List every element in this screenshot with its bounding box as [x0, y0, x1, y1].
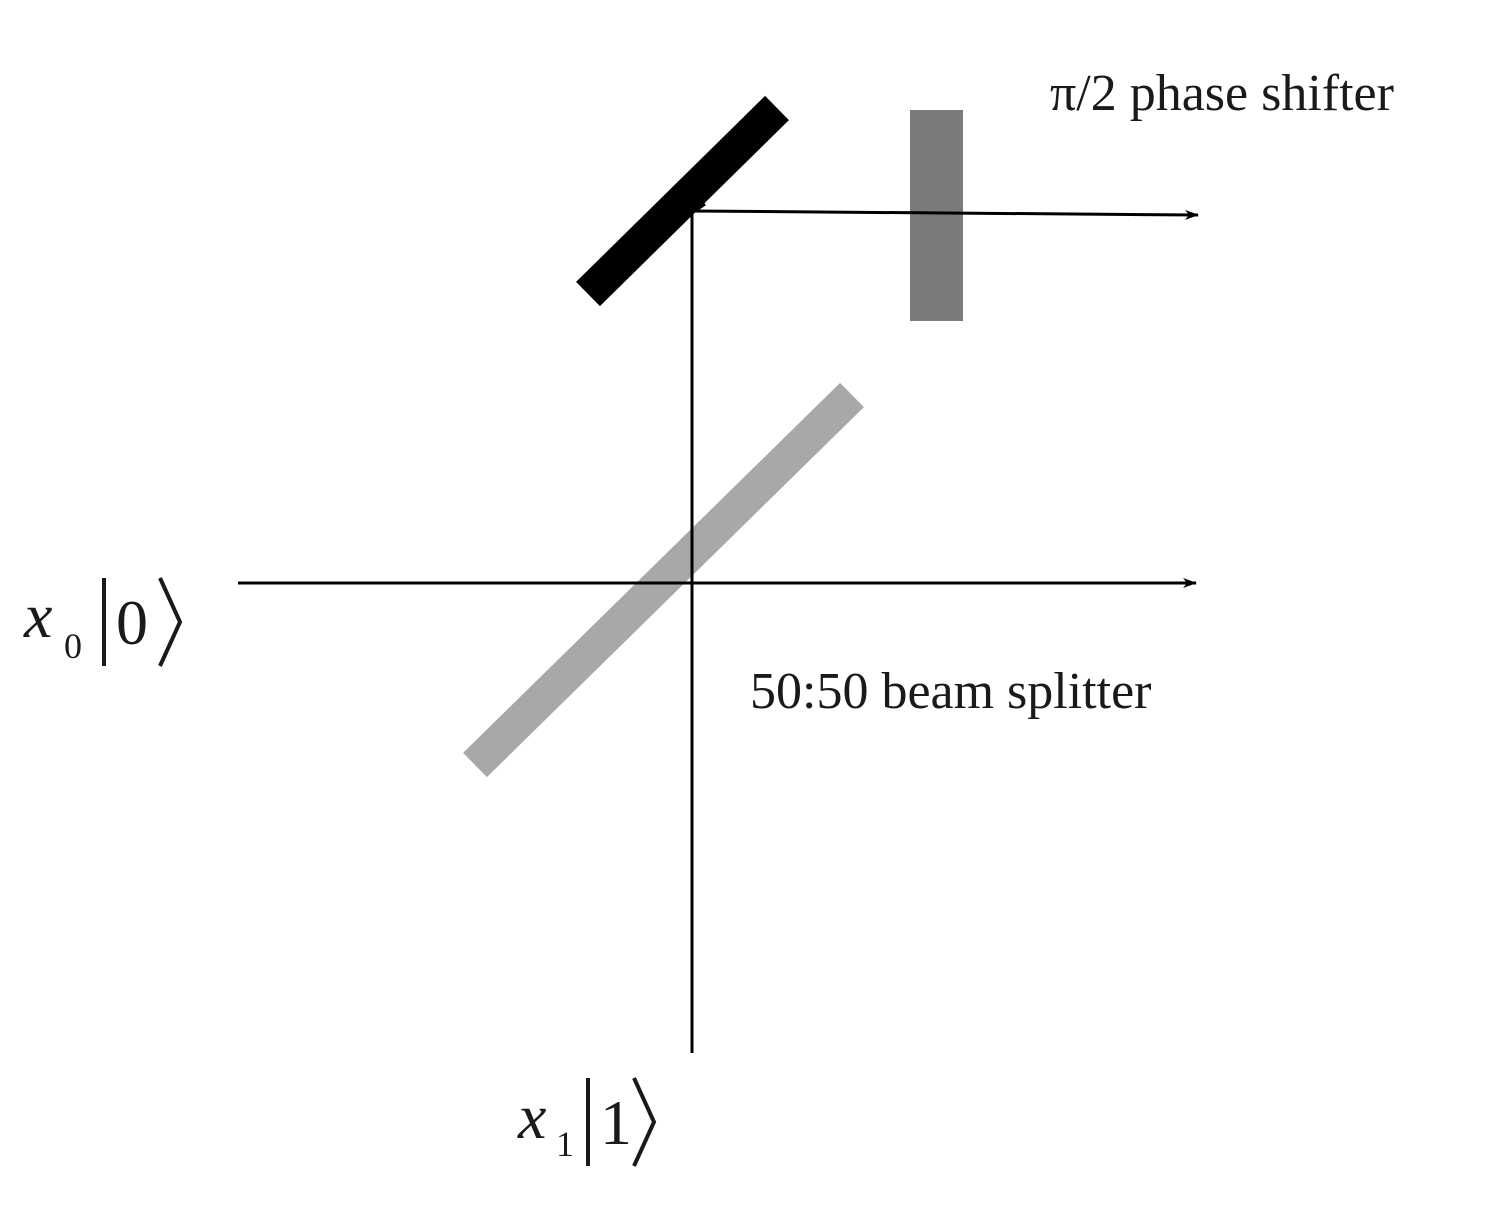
mirror-reflection-stub: [691, 202, 706, 215]
input-0-coefficient: x: [23, 580, 52, 651]
input-1-ket-angle: [632, 1077, 657, 1167]
beam-splitter: [463, 382, 864, 778]
reflected-beam-output: [691, 209, 1199, 220]
input-0-ket-value: 0: [116, 587, 148, 658]
mirror: [576, 95, 789, 307]
input-0-ket-angle: [158, 577, 183, 667]
phase-shifter-label: π/2 phase shifter: [1050, 65, 1394, 122]
input-1-subscript: 1: [556, 1124, 574, 1164]
input-state-1-label: x 1 1: [517, 1077, 657, 1167]
input-1-ket-value: 1: [600, 1087, 632, 1158]
input-0-subscript: 0: [64, 626, 82, 666]
phase-shifter: [910, 110, 963, 321]
input-state-0-label: x 0 0: [23, 577, 183, 667]
input-1-coefficient: x: [517, 1081, 546, 1152]
beam-splitter-label: 50:50 beam splitter: [750, 663, 1151, 720]
